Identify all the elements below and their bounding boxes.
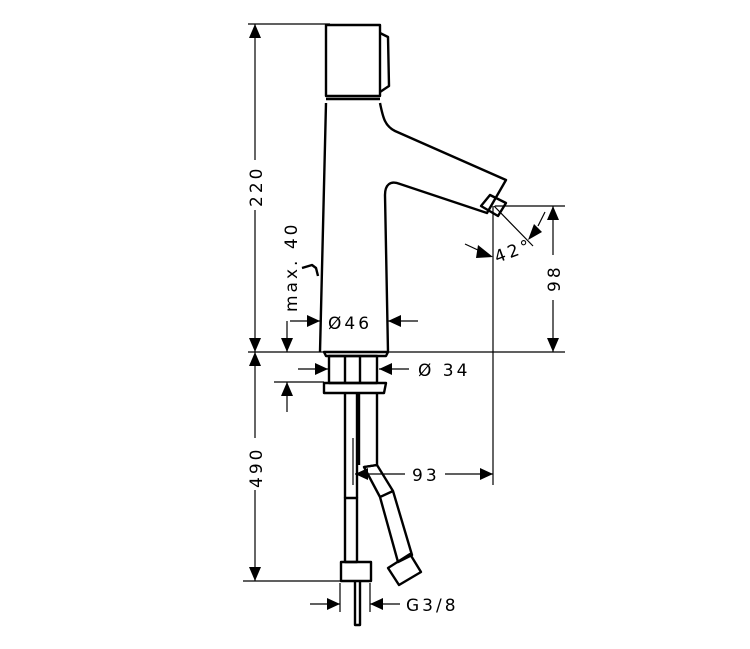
fixing-flange	[322, 381, 388, 395]
label-spout-height: 98	[545, 264, 565, 292]
left-pipe	[343, 393, 359, 498]
label-total-height: 220	[247, 166, 267, 207]
label-hose-length: 490	[247, 447, 267, 488]
dimension-lines	[243, 23, 565, 612]
left-connector-nut	[339, 560, 373, 583]
label-shank-diameter: Ø 34	[418, 361, 470, 381]
connector-thread	[353, 581, 362, 627]
shank-nut	[327, 354, 379, 385]
label-connection-thread: G3/8	[406, 596, 459, 616]
handle-head	[324, 23, 382, 98]
aerator	[479, 193, 508, 218]
left-hose-fitting	[343, 496, 359, 564]
right-pipe	[357, 393, 379, 469]
drain-lever	[301, 263, 320, 277]
push-button	[379, 31, 391, 93]
label-max-deck-thickness: max. 40	[282, 222, 302, 312]
label-spray-angle: 42°	[492, 236, 536, 268]
right-connector-nut	[386, 552, 423, 587]
faucet-outline	[301, 23, 508, 627]
label-body-diameter: Ø46	[328, 314, 372, 334]
label-spout-reach: 93	[412, 466, 440, 486]
body-and-spout	[318, 102, 508, 353]
right-hose	[362, 463, 414, 564]
